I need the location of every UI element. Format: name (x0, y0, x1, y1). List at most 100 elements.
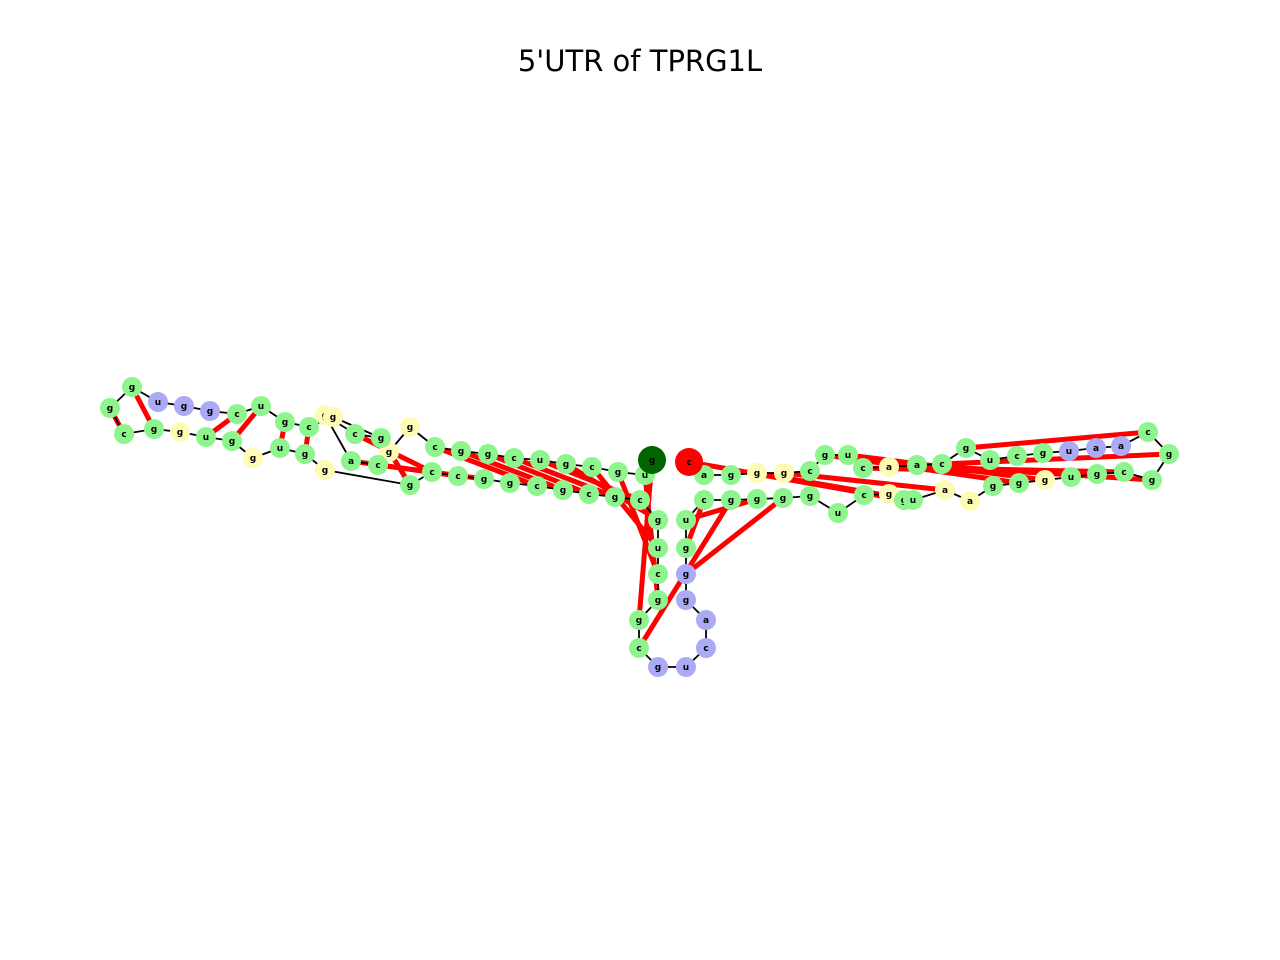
nucleotide-label: u (1068, 473, 1074, 483)
nucleotide-label: g (302, 450, 308, 460)
nucleotide: g (879, 484, 899, 504)
nucleotide: a (1111, 436, 1131, 456)
five-prime-end-marker (638, 446, 666, 474)
nucleotide-node (553, 480, 573, 500)
nucleotide-label: c (1014, 452, 1019, 462)
nucleotide-label: g (1042, 476, 1048, 486)
nucleotide: g (605, 487, 625, 507)
three-prime-end-marker-label: c (686, 458, 691, 468)
nucleotide-label: g (107, 404, 113, 414)
nucleotide-node (530, 450, 550, 470)
nucleotide-node (983, 476, 1003, 496)
nucleotide: g (676, 538, 696, 558)
nucleotide-node (605, 487, 625, 507)
nucleotide-node (696, 638, 716, 658)
nucleotide: u (148, 392, 168, 412)
nucleotide-label: g (485, 450, 491, 460)
nucleotide-node (1087, 464, 1107, 484)
nucleotide: g (1159, 444, 1179, 464)
nucleotide-node (721, 490, 741, 510)
nucleotide-node (676, 538, 696, 558)
nucleotide: u (251, 396, 271, 416)
nucleotide: c (1007, 446, 1027, 466)
nucleotide: g (275, 412, 295, 432)
nucleotide: u (530, 450, 550, 470)
nucleotide: g (721, 465, 741, 485)
nucleotide: g (983, 476, 1003, 496)
nucleotide-node (196, 427, 216, 447)
nucleotide: a (960, 491, 980, 511)
nucleotide-node (1111, 436, 1131, 456)
nucleotide-label: g (151, 425, 157, 435)
nucleotide-node (315, 460, 335, 480)
nucleotide: c (648, 564, 668, 584)
nucleotide-label: c (586, 490, 591, 500)
nucleotide-label: a (967, 497, 973, 507)
nucleotide-label: g (990, 482, 996, 492)
nucleotide-label: u (1066, 447, 1072, 457)
page-title: 5'UTR of TPRG1L (517, 44, 763, 78)
nucleotide-node (170, 422, 190, 442)
nucleotide-label: g (822, 451, 828, 461)
nucleotide-label: u (655, 544, 661, 554)
nucleotide-node (747, 489, 767, 509)
nucleotide-label: u (642, 471, 648, 481)
nucleotide-label: g (458, 447, 464, 457)
nucleotide-label: g (780, 494, 786, 504)
five-prime-end-marker-label: g (649, 456, 655, 466)
nucleotide-node (144, 419, 164, 439)
nucleotide-node (400, 475, 420, 495)
nucleotide-label: a (1118, 442, 1124, 452)
nucleotide-label: c (703, 644, 708, 654)
nucleotide-node (676, 590, 696, 610)
nucleotide: g (773, 488, 793, 508)
nucleotide-label: u (835, 509, 841, 519)
nucleotide: c (368, 455, 388, 475)
nucleotide: g (451, 441, 471, 461)
nucleotide-label: g (655, 663, 661, 673)
nucleotide: g (400, 475, 420, 495)
nucleotide-node (1142, 470, 1162, 490)
nucleotide-node (828, 503, 848, 523)
nucleotide: g (1035, 470, 1055, 490)
nucleotide: g (553, 480, 573, 500)
nucleotide-node (648, 564, 668, 584)
nucleotide: c (579, 484, 599, 504)
nucleotide: c (582, 457, 602, 477)
nucleotide: g (474, 469, 494, 489)
nucleotide-node (295, 444, 315, 464)
nucleotide: g (323, 407, 343, 427)
nucleotide: c (1114, 462, 1134, 482)
nucleotide-label: a (1093, 444, 1099, 454)
nucleotide-node (800, 461, 820, 481)
nucleotide-label: g (754, 495, 760, 505)
nucleotide-label: g (683, 570, 689, 580)
nucleotide-node (1138, 422, 1158, 442)
nucleotide-label: c (861, 491, 866, 501)
base-pair (684, 496, 785, 576)
nucleotide-label: g (560, 486, 566, 496)
nucleotide: g (243, 448, 263, 468)
nucleotide: g (1142, 470, 1162, 490)
nucleotide-label: u (203, 433, 209, 443)
nucleotide-node (422, 462, 442, 482)
nucleotide-label: a (701, 471, 707, 481)
nucleotide-node (1114, 462, 1134, 482)
nucleotide-label: c (121, 430, 126, 440)
nucleotide: g (1087, 464, 1107, 484)
backbone-link (324, 469, 411, 486)
nucleotide-label: u (845, 451, 851, 461)
nucleotide-label: c (306, 423, 311, 433)
nucleotide-label: g (655, 596, 661, 606)
nucleotide-node (270, 438, 290, 458)
nucleotide-node (648, 590, 668, 610)
nucleotide-node (200, 401, 220, 421)
nucleotide-node (582, 457, 602, 477)
nucleotide-node (556, 454, 576, 474)
nucleotide-label: c (534, 482, 539, 492)
nucleotide-node (341, 451, 361, 471)
nucleotide-label: g (807, 492, 813, 502)
nucleotide-node (504, 448, 524, 468)
nucleotide-label: u (683, 663, 689, 673)
nucleotide-node (222, 431, 242, 451)
